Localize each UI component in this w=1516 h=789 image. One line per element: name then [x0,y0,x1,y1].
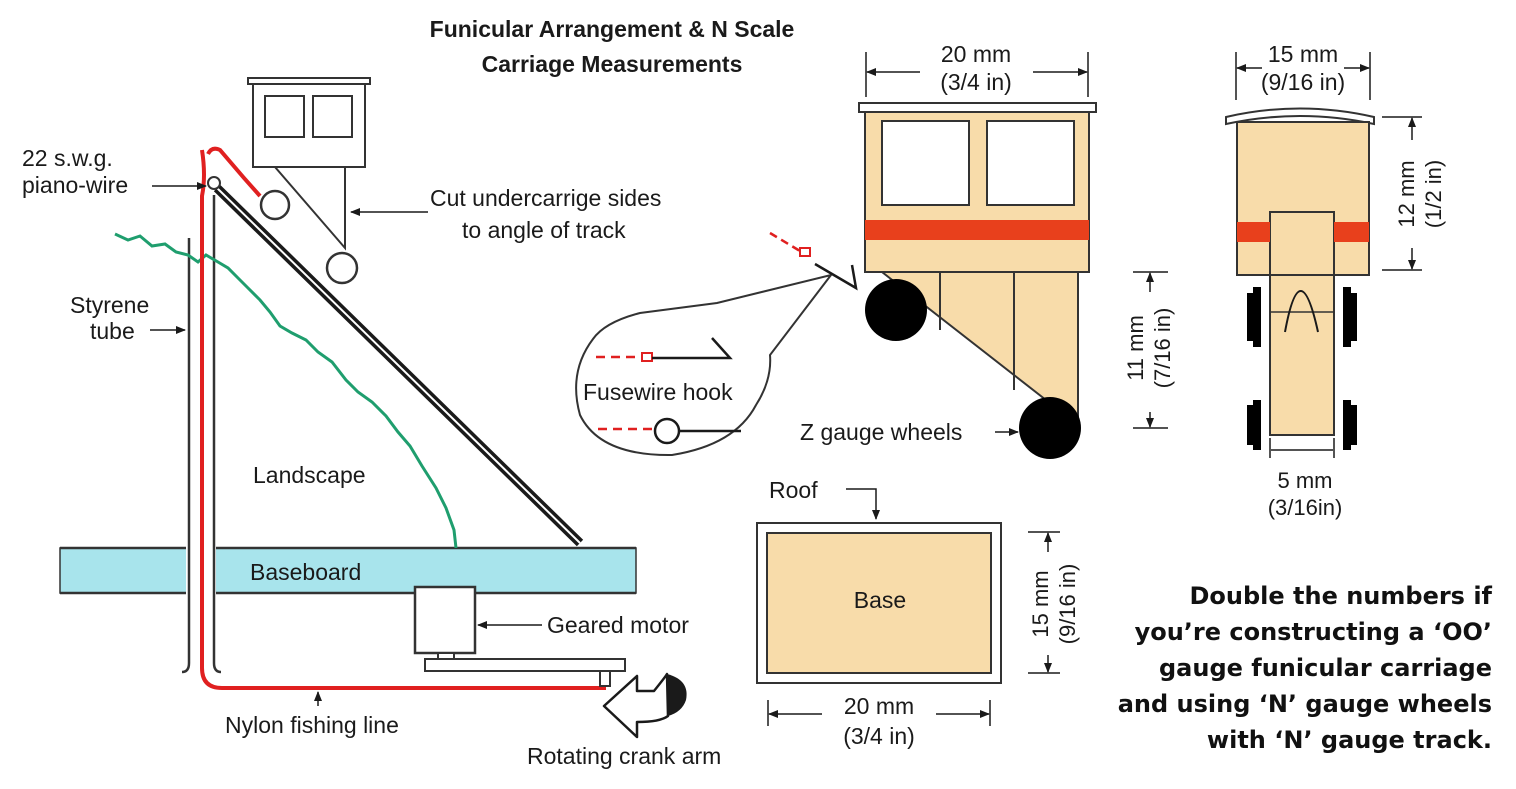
base-depth-mm: 15 mm [1028,570,1053,637]
cut-sides-label-1: Cut undercarrige sides [430,185,661,211]
styrene-label-1: Styrene [70,292,149,318]
nylon-line-label: Nylon fishing line [225,712,399,738]
wire-pulley [207,176,221,190]
note-line-4: and using ‘N’ gauge wheels [1118,690,1492,718]
front-height-in: (1/2 in) [1421,160,1446,228]
title-line-1: Funicular Arrangement & N Scale [430,16,795,42]
roof-label: Roof [769,477,818,503]
geared-motor [413,585,626,687]
carriage-wheel-upper [259,189,291,221]
baseboard [59,547,637,594]
rotation-arrow-icon [602,672,687,739]
front-stripe-left [1237,222,1270,242]
side-width-in: (3/4 in) [940,69,1012,95]
base-plan [756,522,1002,684]
base-width-in: (3/4 in) [843,723,915,749]
funicular-carriage [247,77,371,285]
styrene-label-2: tube [90,318,135,344]
piano-wire-label-2: piano-wire [22,172,128,198]
wheel-gauge-in: (3/16in) [1268,495,1343,520]
note-line-5: with ‘N’ gauge track. [1207,726,1492,754]
front-height-mm: 12 mm [1394,160,1419,227]
geared-motor-label: Geared motor [547,612,689,638]
side-view-carriage [769,102,1097,459]
baseboard-label: Baseboard [250,559,361,585]
z-gauge-label: Z gauge wheels [800,419,962,445]
base-label: Base [854,587,906,613]
haul-wire [200,149,606,690]
side-wheel-lower [1019,397,1081,459]
front-view-carriage [1225,107,1375,450]
crank-arm [424,658,626,672]
carriage-wheel-lower [325,251,359,285]
front-width-in: (9/16 in) [1261,69,1345,95]
piano-wire-label-1: 22 s.w.g. [22,145,113,171]
wheel-gauge-mm: 5 mm [1278,468,1333,493]
side-wheel-upper [865,279,927,341]
note-line-3: gauge funicular carriage [1159,654,1492,682]
base-depth-in: (9/16 in) [1055,564,1080,645]
note-line-2: you’re constructing a ‘OO’ [1135,618,1492,646]
crank-arm-label: Rotating crank arm [527,743,721,769]
landscape-line [114,232,458,549]
cut-sides-label-2: to angle of track [462,217,626,243]
title-line-2: Carriage Measurements [482,51,743,77]
front-width-mm: 15 mm [1268,41,1338,67]
landscape-label: Landscape [253,462,366,488]
side-stripe [865,220,1089,240]
side-width-mm: 20 mm [941,41,1011,67]
side-height-mm: 11 mm [1123,315,1148,381]
fusewire-label: Fusewire hook [583,379,733,405]
fusewire-callout: Fusewire hook [575,273,834,457]
base-width-mm: 20 mm [844,693,914,719]
note-line-1: Double the numbers if [1189,582,1492,610]
side-height-in: (7/16 in) [1150,308,1175,389]
front-stripe-right [1334,222,1369,242]
